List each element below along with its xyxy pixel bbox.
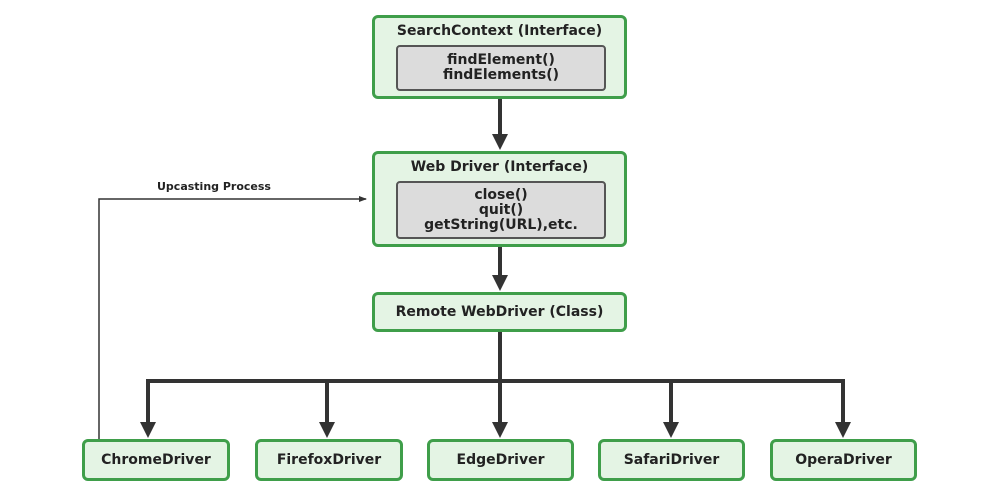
firefoxdriver-label: FirefoxDriver [276,452,382,468]
searchcontext-methods: findElement() findElements() [396,45,606,91]
method-find-elements: findElements() [442,67,560,83]
upcasting-label: Upcasting Process [157,180,271,193]
chromedriver-label: ChromeDriver [101,452,211,468]
operadriver-label: OperaDriver [795,452,892,468]
webdriver-methods: close() quit() getString(URL),etc. [396,181,606,239]
chromedriver-box: ChromeDriver [82,439,230,481]
method-quit: quit() [478,201,524,218]
webdriver-title: Web Driver (Interface) [410,159,589,175]
webdriver-box: Web Driver (Interface) close() quit() ge… [372,151,627,247]
method-get-string: getString(URL),etc. [424,216,578,233]
firefoxdriver-box: FirefoxDriver [255,439,403,481]
searchcontext-box: SearchContext (Interface) findElement() … [372,15,627,99]
edgedriver-label: EdgeDriver [456,452,545,468]
searchcontext-title: SearchContext (Interface) [396,23,603,39]
remote-webdriver-box: Remote WebDriver (Class) [372,292,627,332]
safaridriver-box: SafariDriver [598,439,745,481]
operadriver-box: OperaDriver [770,439,917,481]
safaridriver-label: SafariDriver [623,452,720,468]
remote-webdriver-title: Remote WebDriver (Class) [395,304,604,320]
method-close: close() [474,186,528,203]
upcasting-arrow [98,196,367,441]
edgedriver-box: EdgeDriver [427,439,574,481]
method-find-element: findElement() [447,52,555,68]
